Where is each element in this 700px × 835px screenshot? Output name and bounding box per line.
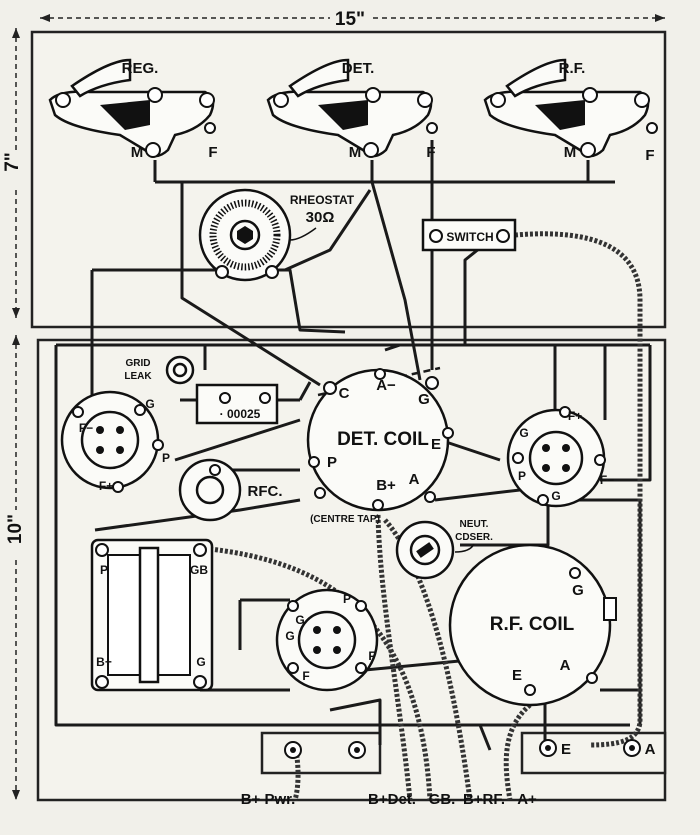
rf-coil-a: A: [560, 657, 571, 674]
rheostat: RHEOSTAT 30Ω: [198, 188, 355, 282]
label-b-rf: B+RF.: [463, 791, 505, 808]
rheostat-value: 30Ω: [306, 209, 335, 226]
neut-cdser-line1: NEUT.: [460, 519, 489, 530]
rf-coil-e: E: [512, 667, 522, 684]
det-coil-g: G: [418, 391, 430, 408]
label-gb: GB.: [429, 791, 456, 808]
det-coil-b-plus: B+: [376, 477, 396, 494]
terminals: E A: [284, 739, 656, 759]
socket-reg-f: F: [208, 144, 217, 161]
socket-rf-m: M: [564, 144, 577, 161]
valve-left-p: P: [162, 451, 170, 465]
det-coil-a: A: [409, 471, 420, 488]
rf-coil: R.F. COIL G E A: [448, 543, 617, 707]
det-coil: DET. COIL C A− G E P A B+ (CENTRE TAP): [306, 368, 454, 525]
transformer-gb: GB: [190, 563, 208, 577]
transformer-b-plus: B+: [96, 655, 112, 669]
neut-condenser: NEUT. CDSER.: [395, 519, 493, 580]
valve-bottom-g2: G: [285, 629, 294, 643]
dimension-panel-height: 7": [2, 28, 26, 318]
switch-label: SWITCH: [446, 230, 493, 244]
det-coil-a-minus: A−: [376, 377, 396, 394]
valve-right-f-plus: F+: [568, 409, 582, 423]
grid-leak-line1: GRID: [126, 358, 151, 369]
valve-right-g-bottom: G: [551, 489, 560, 503]
socket-rf-label: R.F.: [559, 60, 586, 77]
dimension-width-label: 15": [335, 9, 365, 30]
dimension-width: 15": [40, 6, 665, 30]
valve-bottom-p: P: [343, 592, 351, 606]
socket-det-m: M: [349, 144, 362, 161]
valve-holder-right: F+ G P F− G: [506, 406, 614, 508]
valve-holder-left: F− G P F+: [60, 390, 170, 493]
valve-right-g: G: [519, 426, 528, 440]
condenser-value: · 00025: [220, 407, 261, 421]
grid-leak-line2: LEAK: [124, 371, 152, 382]
grid-leak: GRID LEAK: [124, 355, 195, 385]
valve-bottom-f-left: F: [302, 669, 309, 683]
rf-choke: RFC.: [178, 458, 283, 522]
valve-right-p: P: [518, 469, 526, 483]
label-a-plus: A+: [517, 791, 537, 808]
det-coil-e: E: [431, 436, 441, 453]
rheostat-title: RHEOSTAT: [290, 193, 355, 207]
valve-holder-bottom: G P G F F: [275, 588, 379, 692]
socket-det-label: DET.: [342, 60, 375, 77]
valve-left-g: G: [145, 397, 154, 411]
transformer: P GB B+ G: [90, 538, 214, 692]
valve-bottom-g1: G: [295, 613, 304, 627]
bottom-labels: B+ Pwr. B+Det. GB. B+RF. A+: [241, 791, 537, 808]
dimension-panel-label: 7": [2, 152, 23, 172]
det-coil-c: C: [339, 385, 350, 402]
dimension-base-height: 10": [4, 335, 28, 800]
socket-det: DET. M F: [266, 58, 438, 161]
neut-cdser-line2: CDSER.: [455, 532, 493, 543]
socket-reg: REG. M F: [48, 58, 218, 161]
socket-reg-label: REG.: [122, 60, 159, 77]
terminal-e: E: [561, 741, 571, 758]
rfc-label: RFC.: [248, 483, 283, 500]
transformer-p: P: [100, 563, 108, 577]
valve-bottom-f-right: F: [368, 649, 375, 663]
det-coil-p: P: [327, 454, 337, 471]
terminal-a: A: [645, 741, 656, 758]
valve-left-f-minus: F−: [79, 421, 93, 435]
label-b-pwr: B+ Pwr.: [241, 791, 296, 808]
socket-reg-m: M: [131, 144, 144, 161]
socket-rf-f: F: [645, 147, 654, 164]
det-coil-centre-tap: (CENTRE TAP): [310, 514, 380, 525]
label-b-det: B+Det.: [368, 791, 416, 808]
switch: SWITCH: [421, 218, 517, 252]
transformer-g: G: [196, 655, 205, 669]
det-coil-label: DET. COIL: [337, 429, 429, 450]
valve-right-f-minus: F−: [600, 473, 614, 487]
valve-left-f-plus: F+: [99, 479, 113, 493]
rf-coil-label: R.F. COIL: [490, 614, 575, 635]
condenser-00025: · 00025: [195, 383, 279, 425]
socket-det-f: F: [426, 144, 435, 161]
dimension-base-label: 10": [5, 514, 26, 544]
rf-coil-g: G: [572, 582, 584, 599]
socket-rf: R.F. M F: [483, 58, 658, 164]
